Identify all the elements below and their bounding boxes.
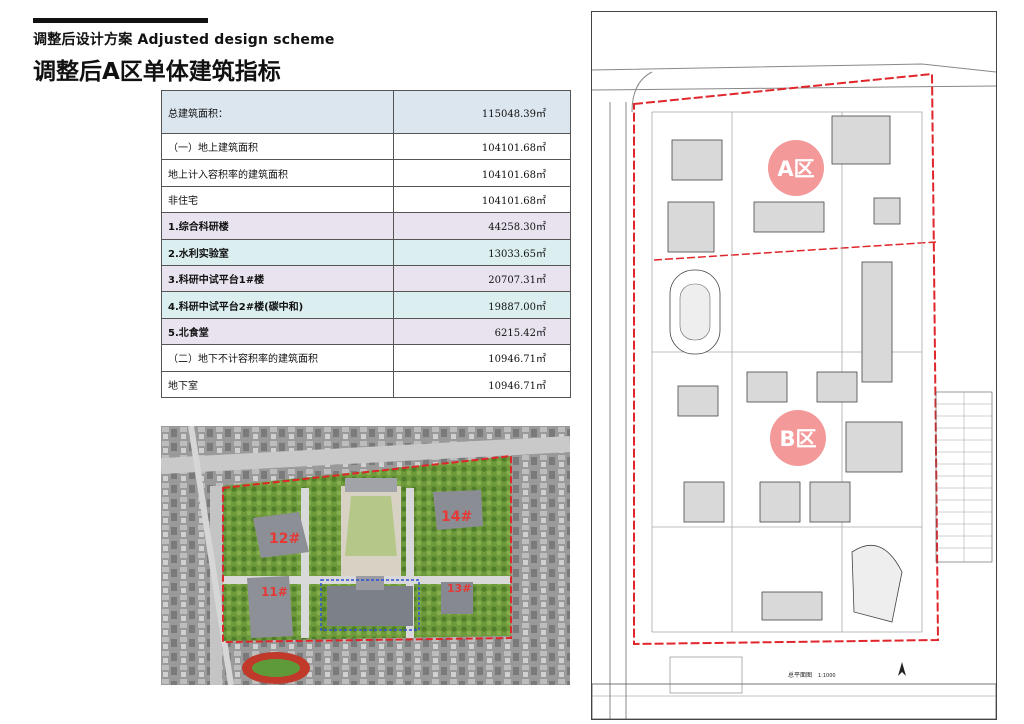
metric-value: 6215.42㎡ (393, 317, 571, 346)
metric-label: 地下室 (160, 370, 395, 398)
aerial-label-11: 11# (261, 585, 288, 599)
metric-label: （一）地上建筑面积 (160, 132, 395, 161)
zone-a-badge: A区 (768, 140, 824, 196)
plan-scale: 1:1000 (818, 673, 836, 679)
metric-value: 13033.65㎡ (393, 238, 571, 266)
metric-label: 3.科研中试平台1#楼 (160, 264, 395, 293)
metric-value: 44258.30㎡ (393, 212, 571, 240)
metric-value: 10946.71㎡ (393, 370, 571, 398)
metric-label: 2.水利实验室 (160, 238, 395, 266)
zone-b-badge: B区 (770, 410, 826, 466)
aerial-label-12: 12# (269, 531, 300, 547)
metric-value: 115048.39㎡ (393, 90, 571, 134)
metric-label: 1.综合科研楼 (160, 212, 395, 240)
plan-title: 总平面图 (788, 671, 812, 679)
site-plan-drawing: 总平面图 1:1000 A区 B区 (591, 11, 997, 720)
header-rule (33, 18, 208, 23)
metric-value: 104101.68㎡ (393, 132, 571, 161)
metrics-row: 总建筑面积：115048.39㎡ (160, 90, 571, 134)
aerial-label-14: 14# (441, 509, 472, 525)
metric-value: 20707.31㎡ (393, 264, 571, 293)
aerial-label-13: 13# (447, 582, 472, 595)
metric-label: 地上计入容积率的建筑面积 (160, 159, 395, 187)
metric-value: 19887.00㎡ (393, 291, 571, 319)
metric-value: 104101.68㎡ (393, 159, 571, 187)
metric-label: 总建筑面积： (160, 90, 395, 134)
aerial-rendering: 12# 14# 11# 13# (161, 426, 570, 685)
page-title: 调整后A区单体建筑指标 (33, 59, 281, 85)
metric-label: 4.科研中试平台2#楼(碳中和) (160, 291, 395, 319)
metric-label: 非住宅 (160, 185, 395, 214)
page-subtitle: 调整后设计方案 Adjusted design scheme (33, 32, 335, 48)
metric-label: 5.北食堂 (160, 317, 395, 346)
metric-value: 10946.71㎡ (393, 344, 571, 372)
metrics-row: 4.科研中试平台2#楼(碳中和)19887.00㎡ (160, 291, 571, 319)
metric-label: （二）地下不计容积率的建筑面积 (160, 344, 395, 372)
metric-value: 104101.68㎡ (393, 185, 571, 214)
